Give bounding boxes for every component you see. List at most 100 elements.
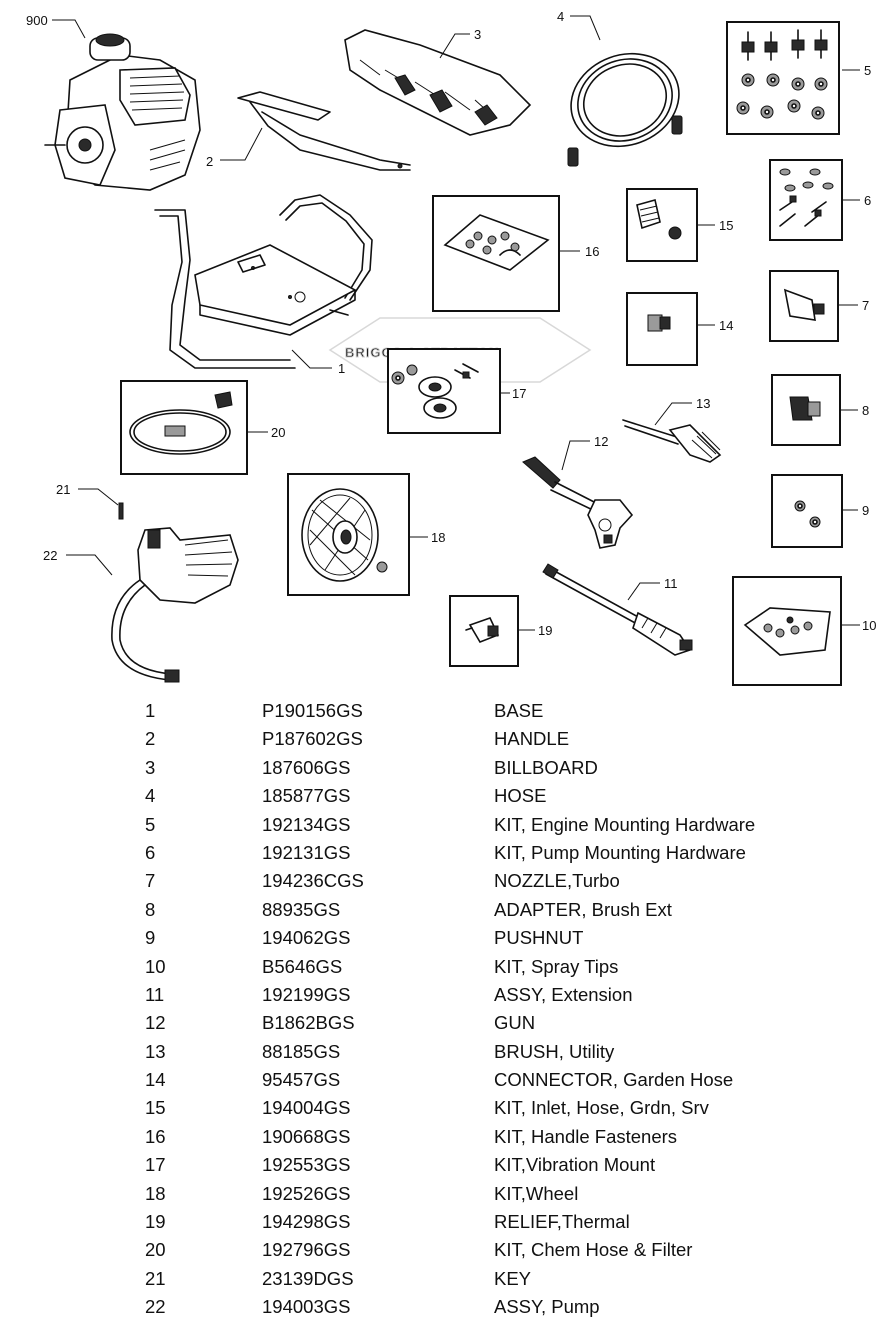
part-number: 194236CGS (262, 870, 364, 892)
callout-5: 5 (864, 63, 871, 78)
callout-3: 3 (474, 27, 481, 42)
part-number: 88935GS (262, 898, 341, 920)
part-number: 187606GS (262, 756, 351, 778)
utility-brush-illustration (622, 419, 722, 463)
hose-illustration (567, 52, 683, 167)
part-ref-number: 12 (145, 1012, 166, 1034)
part-number: 190668GS (262, 1125, 351, 1147)
part-description: GUN (494, 1012, 536, 1034)
callout-6: 6 (864, 193, 871, 208)
callout-13: 13 (696, 396, 710, 411)
part-ref-number: 2 (145, 728, 156, 750)
handle-fasteners-kit-illustration (432, 195, 560, 312)
part-description: HANDLE (494, 728, 570, 750)
brush-adapter-illustration (771, 374, 841, 446)
part-description: NOZZLE,Turbo (494, 870, 620, 892)
part-description: CONNECTOR, Garden Hose (494, 1069, 734, 1091)
callout-19: 19 (538, 623, 552, 638)
part-ref-number: 21 (145, 1267, 166, 1289)
chemical-hose-filter-illustration (120, 380, 248, 475)
part-number: B1862BGS (262, 1012, 355, 1034)
key-illustration (118, 502, 124, 520)
spray-gun-illustration (522, 456, 634, 549)
turbo-nozzle-illustration (769, 270, 839, 342)
callout-900: 900 (26, 13, 48, 28)
engine-illustration (44, 33, 201, 191)
callout-18: 18 (431, 530, 445, 545)
part-number: 194298GS (262, 1211, 351, 1233)
callout-labels: 900 1 2 3 4 5 6 7 8 9 10 11 12 13 14 15 … (26, 9, 876, 638)
part-number: 23139DGS (262, 1267, 354, 1289)
part-ref-number: 1 (145, 700, 156, 721)
callout-20: 20 (271, 425, 285, 440)
part-description: KIT,Vibration Mount (494, 1154, 656, 1176)
part-description: KEY (494, 1267, 532, 1289)
part-number: 192134GS (262, 813, 351, 835)
part-description: KIT,Wheel (494, 1182, 579, 1204)
engine-mounting-hardware-illustration (726, 21, 840, 135)
part-description: ADAPTER, Brush Ext (494, 898, 672, 920)
part-ref-number: 3 (145, 756, 156, 778)
part-description: RELIEF,Thermal (494, 1211, 630, 1233)
part-ref-number: 4 (145, 785, 156, 807)
part-number: 95457GS (262, 1069, 341, 1091)
part-number: 192131GS (262, 841, 351, 863)
billboard-illustration (344, 29, 532, 136)
parts-list-row: 12 B1862BGS GUN (0, 1009, 886, 1037)
callout-21: 21 (56, 482, 70, 497)
part-ref-number: 5 (145, 813, 156, 835)
part-description: BASE (494, 700, 544, 721)
callout-leaders (52, 15, 860, 631)
pushnut-illustration (771, 474, 843, 548)
part-ref-number: 15 (145, 1097, 166, 1119)
part-ref-number: 22 (145, 1296, 166, 1318)
part-number: 194062GS (262, 927, 351, 949)
part-number: P187602GS (262, 728, 363, 750)
callout-9: 9 (862, 503, 869, 518)
spray-tips-kit-illustration (732, 576, 842, 686)
part-ref-number: 13 (145, 1040, 166, 1062)
vibration-mount-kit-illustration (387, 348, 501, 434)
callout-15: 15 (719, 218, 733, 233)
parts-list-row: 2 P187602GS HANDLE (0, 725, 886, 753)
inlet-hose-kit-illustration (626, 188, 698, 262)
part-description: PUSHNUT (494, 927, 584, 949)
part-description: KIT, Handle Fasteners (494, 1125, 678, 1147)
part-number: 88185GS (262, 1040, 341, 1062)
part-number: 194003GS (262, 1296, 351, 1318)
part-description: BRUSH, Utility (494, 1040, 615, 1062)
part-description: HOSE (494, 785, 547, 807)
part-ref-number: 10 (145, 955, 166, 977)
callout-16: 16 (585, 244, 599, 259)
callout-2: 2 (206, 154, 213, 169)
exploded-parts-diagram: BRIGGS & STRATTON (26, 9, 876, 686)
callout-7: 7 (862, 298, 869, 313)
callout-10: 10 (862, 618, 876, 633)
garden-hose-connector-illustration (626, 292, 698, 366)
part-description: ASSY, Extension (494, 983, 633, 1005)
part-number: 192526GS (262, 1182, 351, 1204)
part-ref-number: 20 (145, 1239, 166, 1261)
callout-22: 22 (43, 548, 57, 563)
parts-list-row: 13 88185GS BRUSH, Utility (0, 1038, 886, 1066)
handle-illustration (237, 91, 411, 171)
callout-14: 14 (719, 318, 733, 333)
thermal-relief-illustration (449, 595, 519, 667)
part-ref-number: 17 (145, 1154, 166, 1176)
pump-mounting-hardware-illustration (769, 159, 843, 241)
part-number: 194004GS (262, 1097, 351, 1119)
extension-assembly-illustration (542, 563, 693, 656)
pump-assembly-illustration (111, 527, 239, 683)
